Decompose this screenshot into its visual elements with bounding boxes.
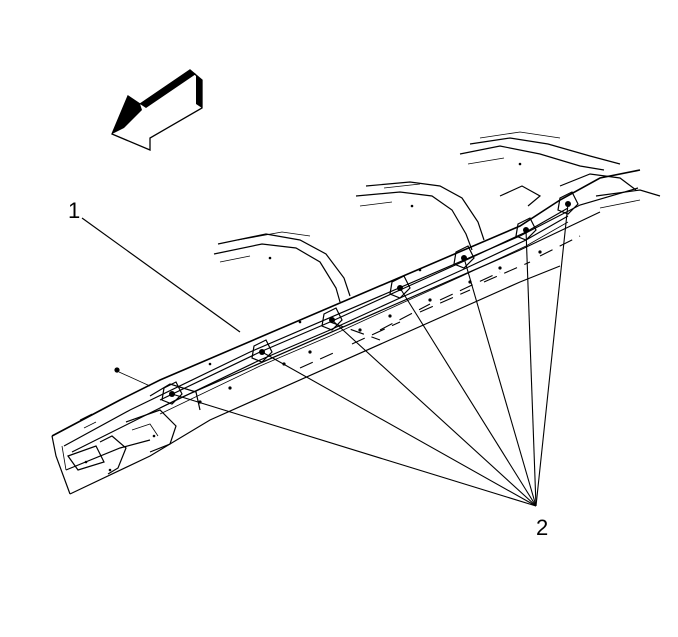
callout-label-2: 2 — [536, 515, 549, 540]
callout-1-leader — [81, 217, 241, 333]
crossmembers — [213, 131, 621, 303]
fuel-line-assembly — [159, 207, 569, 415]
fuel-line-retainer-clips — [161, 191, 579, 405]
forward-arrow-icon — [111, 69, 203, 151]
callout-label-1: 1 — [68, 198, 81, 223]
bolt-icon — [114, 367, 151, 387]
callout-2-leaders — [171, 203, 569, 507]
hidden-lines — [299, 235, 581, 369]
frame-rail — [51, 169, 661, 495]
